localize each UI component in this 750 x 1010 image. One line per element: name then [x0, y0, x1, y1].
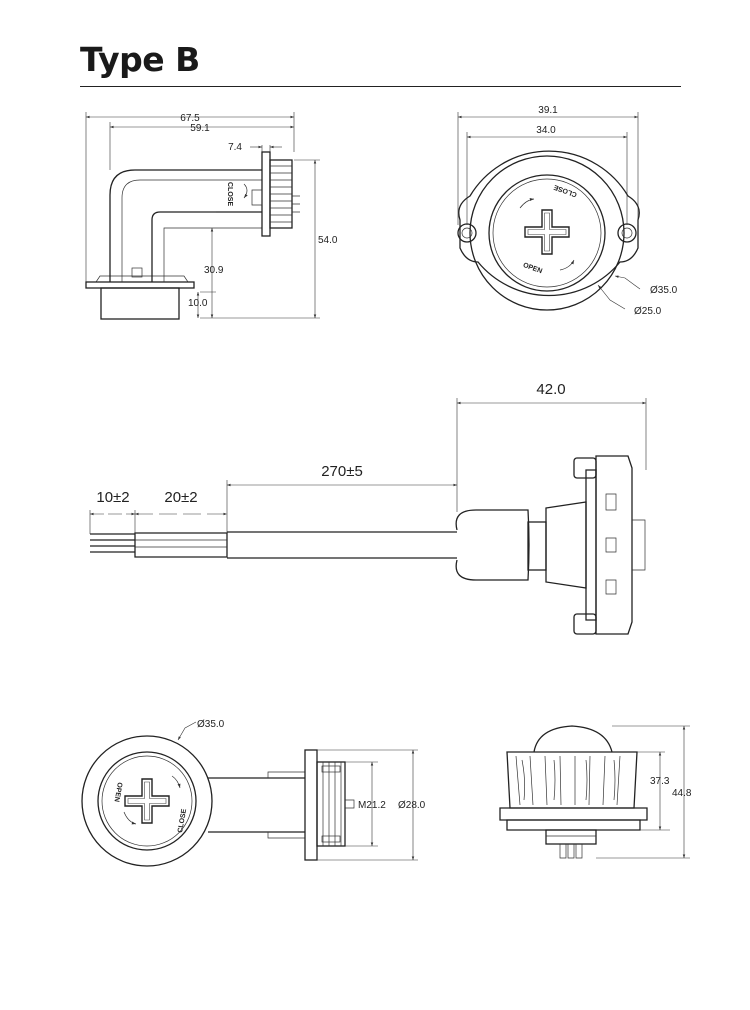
- side-close-label: CLOSE: [226, 182, 233, 206]
- dim-outer-diameter: Ø35.0: [650, 285, 678, 296]
- title-divider: [80, 86, 681, 87]
- dim-bottom-outer-diameter: Ø35.0: [197, 719, 225, 730]
- profile-view: 37.3 44.8: [499, 725, 692, 859]
- dim-strip-length: 10±2: [96, 489, 129, 506]
- dim-inner-spacing: 34.0: [536, 125, 556, 136]
- dim-height-total: 44.8: [672, 788, 692, 799]
- dim-elbow-height: 30.9: [204, 265, 224, 276]
- dim-thread: M21.2: [358, 800, 386, 811]
- bottom-open-label: OPEN: [113, 782, 123, 803]
- side-view: CLOSE 67.5 59.1 7.4 54.0 30.9 10.0: [85, 112, 338, 320]
- bottom-view: OPEN CLOSE M21.2 Ø28.0 Ø35.0: [81, 719, 426, 867]
- dim-hole-spacing: 39.1: [538, 105, 558, 116]
- dim-flange-diameter: Ø28.0: [398, 800, 426, 811]
- page-title: Type B: [80, 40, 200, 79]
- bottom-close-label: CLOSE: [177, 808, 188, 833]
- front-view: CLOSE OPEN 39.1 34.0 Ø35.0 Ø25.0: [457, 105, 678, 317]
- front-close-label: CLOSE: [553, 183, 578, 198]
- dim-overall-length: 67.5: [180, 113, 200, 124]
- dim-jacket-strip: 20±2: [164, 489, 197, 506]
- dim-height-short: 37.3: [650, 776, 670, 787]
- dim-base-height: 10.0: [188, 298, 208, 309]
- dim-knob-diameter: Ø25.0: [634, 306, 662, 317]
- dim-cable-length: 270±5: [321, 463, 363, 480]
- dim-body-length: 42.0: [536, 381, 565, 398]
- front-open-label: OPEN: [522, 262, 543, 275]
- cable-view: 10±2 20±2 270±5 42.0: [89, 381, 647, 635]
- dim-total-height: 54.0: [318, 235, 338, 246]
- dim-flange-thickness: 7.4: [228, 142, 242, 153]
- dim-elbow-length: 59.1: [190, 123, 210, 134]
